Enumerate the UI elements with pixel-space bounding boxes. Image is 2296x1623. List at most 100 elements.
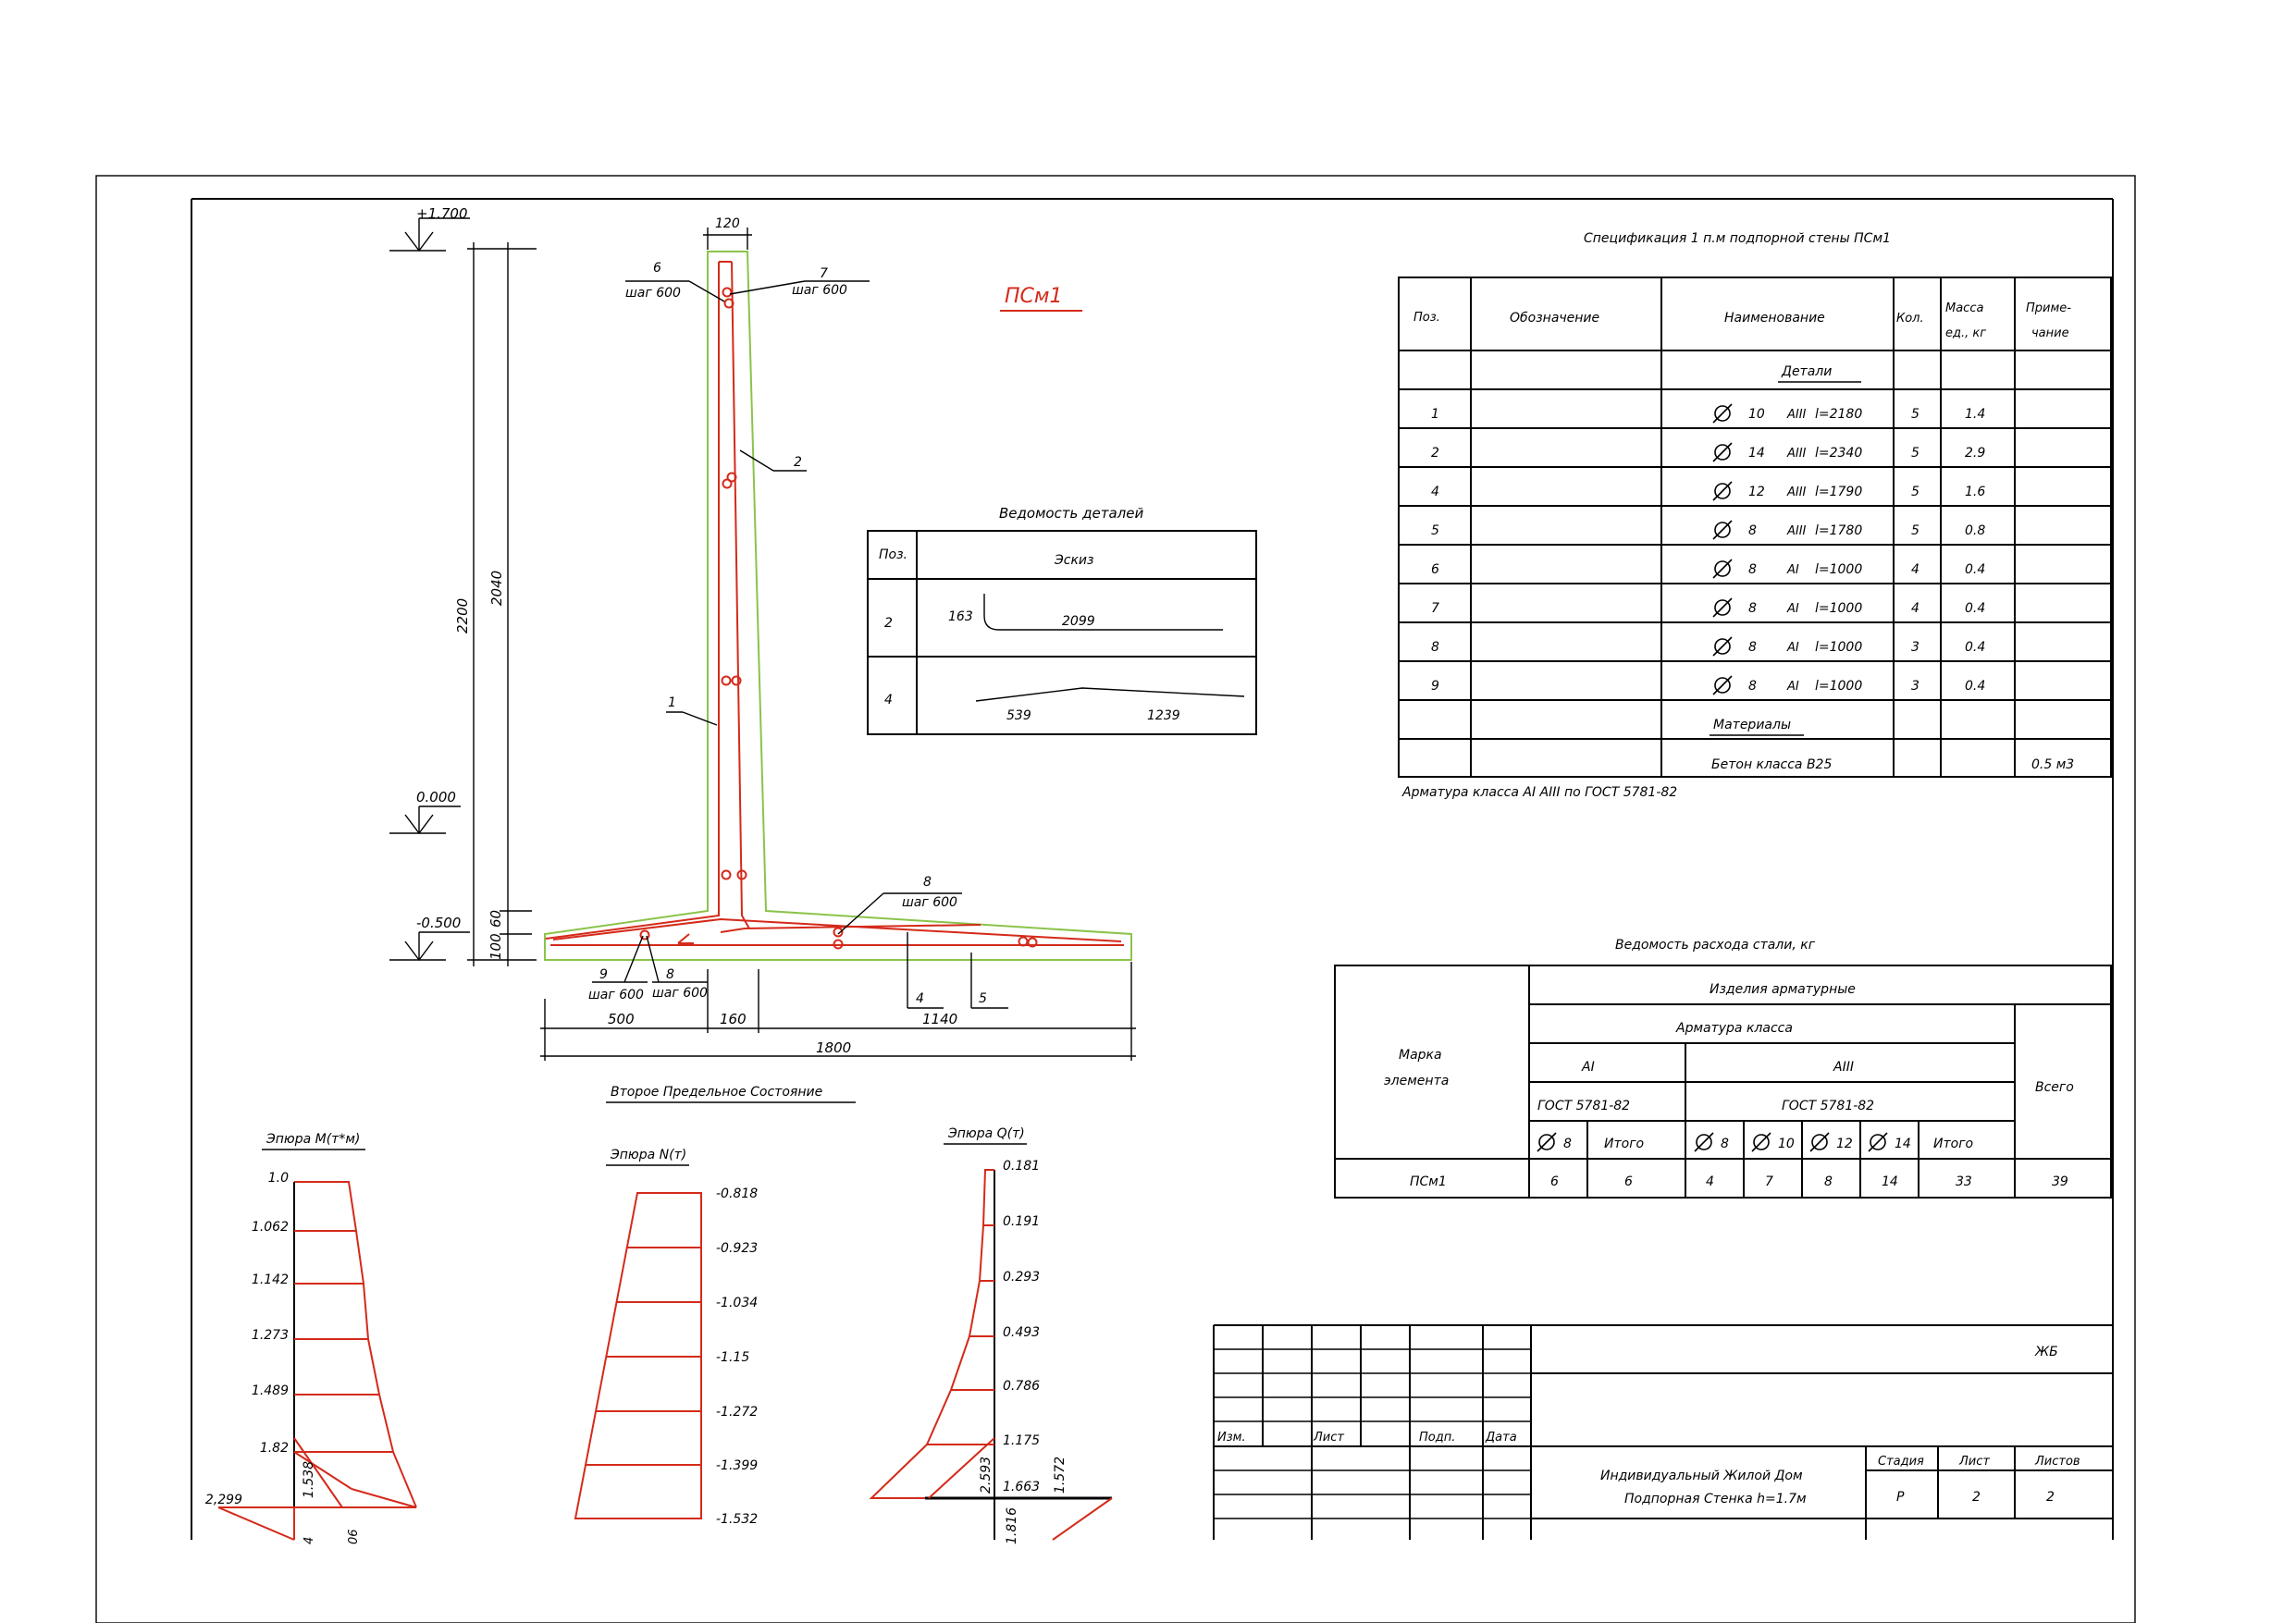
tb-project2: Подпорная Стенка h=1.7м [1624,1492,1807,1506]
m-extra3: 06 [347,1529,361,1544]
steel-col-label: 12 [1836,1137,1853,1151]
diameter-icon [1712,481,1733,501]
steel-col-label: 10 [1778,1137,1795,1151]
spec-row-length: l=1780 [1815,523,1862,538]
pos8b-step: шаг 600 [652,986,708,1001]
n-title: Эпюра N(т) [610,1148,686,1162]
steel-col-label: 8 [1721,1137,1729,1151]
steel-row-value: 33 [1956,1174,1972,1189]
diameter-icon [1868,1132,1888,1152]
dim-500: 500 [608,1011,635,1027]
bottom-dimensions: 500 160 1140 1800 [540,962,1136,1061]
diameter-icon [1751,1132,1771,1152]
spec-row-pos: 9 [1431,679,1439,694]
steel-col-header: 8 [1537,1132,1572,1152]
spec-row-length: l=1790 [1815,485,1862,499]
pos8b-label: 8 [666,967,674,982]
steel-col-label: Итого [1604,1137,1644,1151]
diameter-icon [1712,675,1733,695]
diameter-icon [1712,636,1733,657]
n-value: -1.399 [716,1458,758,1473]
spec-row-pos: 6 [1431,562,1439,577]
steel-row-total: 39 [2052,1174,2068,1189]
q-diagram-outline [869,1169,994,1499]
steel-col-header: 8 [1694,1132,1729,1152]
spec-row-mass: 1.4 [1965,407,1985,422]
spec-row-pos: 1 [1431,407,1439,422]
vertical-dimensions: 2200 2040 100 60 [454,242,537,966]
pos8a-label: 8 [923,875,932,890]
spec-row-qty: 3 [1911,640,1920,655]
dim-2040: 2040 [488,571,505,606]
spec-row-qty: 5 [1911,523,1920,538]
wall-section-drawing: ПСм1 +1.700 0.000 -0.500 [389,205,1136,1061]
steel-row-value: 8 [1824,1174,1833,1189]
steel-col-header: 14 [1868,1132,1911,1152]
details-header-sketch: Эскиз [1054,553,1093,568]
spec-concrete-note: 0.5 м3 [2031,757,2074,772]
spec-row-length: l=1000 [1815,679,1862,694]
q-value: 0.181 [1003,1159,1040,1174]
pos1-label: 1 [668,695,676,710]
q-title: Эпюра Q(т) [947,1126,1025,1141]
m-extra2: 4 [302,1537,316,1544]
tb-sheets: 2 [2046,1490,2055,1505]
spec-row-mass: 2.9 [1965,446,1985,461]
diameter-icon [1712,597,1733,618]
spec-section-details: Детали [1781,364,1832,379]
m-value: 2,299 [205,1493,242,1507]
m-value: 1.82 [260,1441,289,1456]
spec-row-qty: 4 [1911,562,1920,577]
tb-code: ЖБ [2034,1345,2058,1359]
steel-col-header: Итого [1604,1137,1644,1151]
steel-row-value: 6 [1624,1174,1633,1189]
details-row1-pos: 2 [884,616,893,631]
steel-aiii: AIII [1833,1060,1854,1075]
spec-row-dia: 8 [1748,562,1757,577]
n-diagram-rows: -0.818-0.923-1.034-1.15-1.272-1.399-1.53… [586,1187,758,1527]
pos7-step: шаг 600 [792,283,847,298]
m-extra1: 1.538 [302,1461,316,1498]
spec-h-name: Наименование [1724,311,1825,326]
elevation-top: +1.700 [416,205,468,222]
tb-project1: Индивидуальный Жилой Дом [1600,1469,1803,1483]
diagrams-title: Второе Предельное Состояние [611,1085,822,1100]
details-row2-a: 539 [1006,708,1031,723]
spec-row-length: l=1000 [1815,601,1862,616]
details-row2-b: 1239 [1147,708,1180,723]
diameter-icon [1694,1132,1714,1152]
tb-sheets-h: Листов [2034,1455,2080,1469]
spec-row-class: AI [1786,680,1799,694]
n-diagram-outline [574,1192,702,1519]
spec-h-note2: чание [2031,326,2069,340]
title-block: ЖБ Изм. Лист Подп. Дата Индивидуальный Ж… [1213,1324,2113,1540]
m-title: Эпюра M(т*м) [265,1132,360,1147]
q-value: 0.786 [1003,1379,1040,1394]
steel-col-header: 10 [1751,1132,1795,1152]
spec-row-class: AIII [1786,524,1807,538]
spec-h-oboz: Обозначение [1510,311,1599,326]
q-value: 1.175 [1003,1433,1040,1448]
q-extra3: 1.816 [1005,1507,1019,1544]
spec-row-qty: 5 [1911,485,1920,499]
spec-h-mass2: ед., кг [1945,326,1986,340]
n-value: -1.034 [716,1296,758,1310]
details-header-pos: Поз. [879,547,907,562]
spec-row-pos: 4 [1431,485,1439,499]
spec-row-mass: 0.4 [1965,640,1985,655]
spec-concrete: Бетон класса В25 [1711,757,1832,772]
spec-row-pos: 5 [1431,523,1439,538]
spec-row-dia: 10 [1748,407,1765,422]
spec-row-pos: 8 [1431,640,1439,655]
pos2-label: 2 [794,455,802,470]
details-row1-b: 2099 [1062,614,1095,629]
tb-sheet: 2 [1972,1490,1981,1505]
details-row1-a: 163 [948,609,973,624]
spec-row-length: l=2180 [1815,407,1862,422]
wall-concrete-outline [544,251,1132,961]
spec-row-dia: 8 [1748,679,1757,694]
spec-row-pos: 2 [1431,446,1439,461]
